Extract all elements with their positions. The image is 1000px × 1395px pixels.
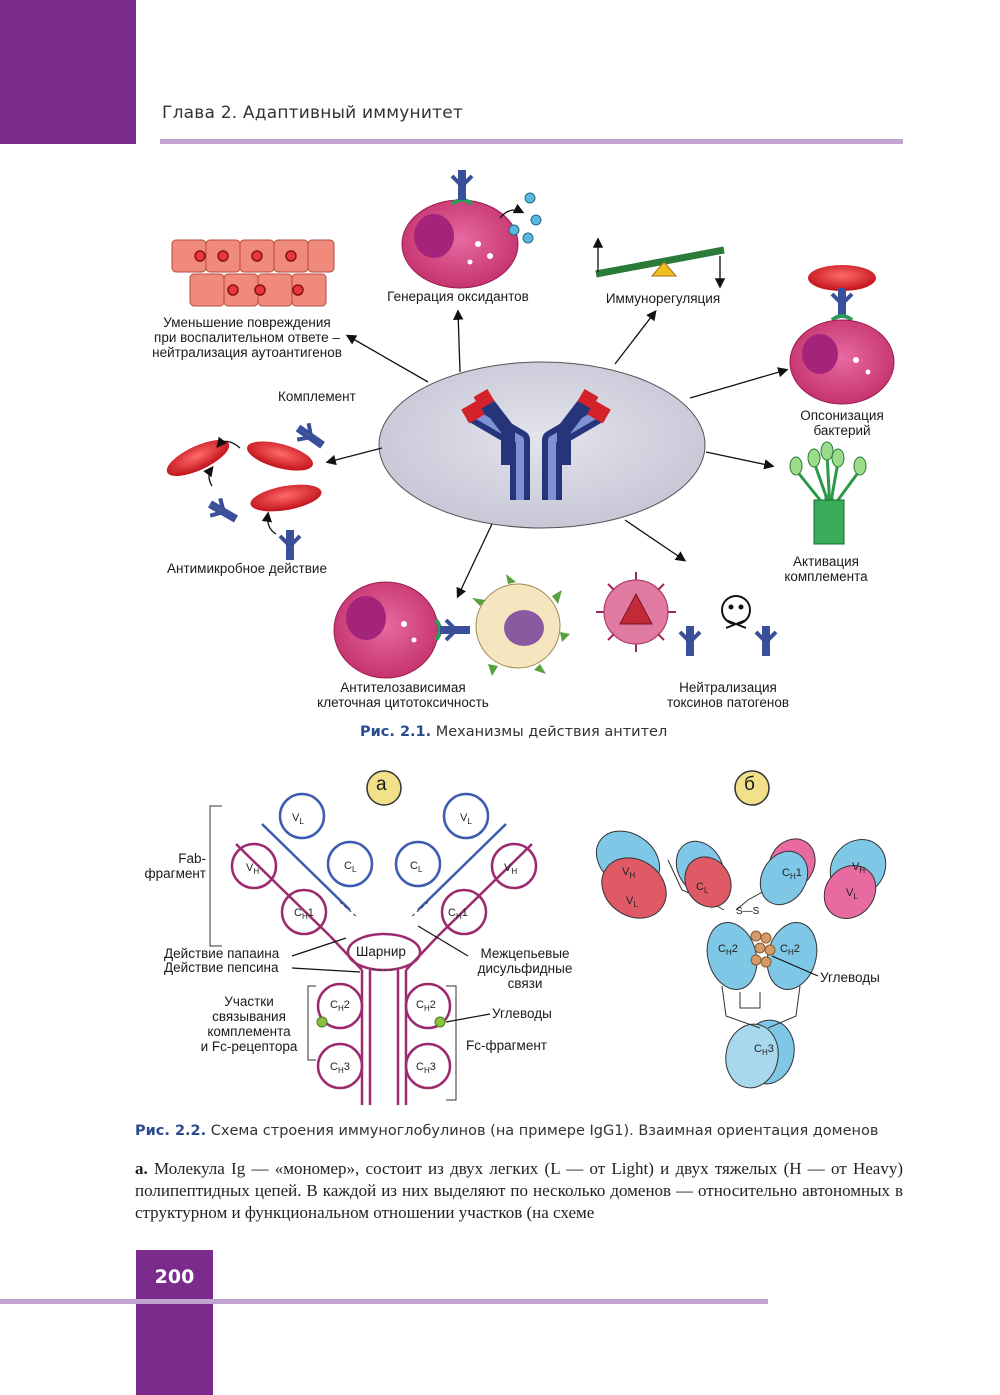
svg-text:CH3: CH3 [416, 1061, 436, 1075]
label-carbs-a: Углеводы [492, 1006, 552, 1021]
figure-2-2: VL CL VL CL VH VH CH1 CH1 CH2 CH2 CH3 CH… [209, 770, 887, 1105]
label-papain: Действие папаина [164, 946, 280, 961]
panel-b-label: б [744, 774, 755, 795]
label-activ-line1: Активация [793, 554, 859, 569]
complement-activation-icon [789, 441, 867, 545]
svg-text:CH3: CH3 [754, 1043, 774, 1057]
page-number-box [136, 1250, 213, 1395]
label-neut-line1: Нейтрализация [679, 680, 777, 695]
panel-a-label: а [376, 774, 387, 795]
figure-1-caption-num: Рис. 2.1. [360, 724, 432, 740]
figure-2-caption-text: Схема строения иммуноглобулинов (на прим… [206, 1123, 879, 1139]
label-immunoregulation: Иммунорегуляция [605, 291, 721, 306]
label-oxidants: Генерация оксидантов [387, 289, 529, 304]
seesaw-icon [592, 237, 726, 289]
svg-text:CL: CL [410, 860, 423, 874]
figure-2-caption: Рис. 2.2. Схема строения иммуноглобулино… [135, 1123, 878, 1139]
svg-text:CH2: CH2 [780, 943, 800, 957]
svg-text:CH1: CH1 [448, 907, 468, 921]
label-binding-sites: Участки связывания комплемента и Fc-реце… [190, 994, 308, 1054]
label-hinge: Шарнир [356, 944, 406, 959]
label-fab-line2: фрагмент [144, 866, 206, 881]
svg-text:CH1: CH1 [782, 867, 802, 881]
svg-text:VL: VL [460, 812, 472, 826]
central-antibody-icon [461, 388, 611, 500]
label-fc: Fc-фрагмент [466, 1038, 547, 1053]
label-reduce-line3: нейтрализация аутоантигенов [152, 345, 342, 360]
label-disulfide: Межцепьевые дисульфидные связи [466, 946, 584, 991]
label-neutralization: Нейтрализация токсинов патогенов [648, 680, 808, 710]
figure-2-caption-num: Рис. 2.2. [135, 1123, 207, 1139]
page-number: 200 [154, 1266, 195, 1288]
figure-2-1 [166, 168, 895, 679]
antimicrobial-icon [166, 417, 331, 562]
figure-1-caption-text: Механизмы действия антител [431, 724, 668, 740]
label-sites-line4: и Fc-рецептора [200, 1039, 298, 1054]
label-complement-activation: Активация комплемента [768, 554, 884, 584]
header-rule [160, 139, 903, 144]
label-reduce-line2: при воспалительном ответе – [154, 330, 340, 345]
ig-domains-3d-diagram [595, 830, 887, 1089]
oxidant-cell-icon [401, 168, 542, 289]
domain-labels: VL CL VL CL VH VH CH1 CH1 CH2 CH2 CH3 CH… [246, 812, 517, 1075]
label-adcc-line1: Антителозависимая [340, 680, 466, 695]
svg-text:CL: CL [344, 860, 357, 874]
opsonization-icon [789, 265, 895, 405]
svg-text:CH2: CH2 [416, 999, 436, 1013]
toxin-skull-icon [721, 595, 751, 629]
label-carbs-b: Углеводы [820, 970, 880, 985]
svg-text:CH2: CH2 [718, 943, 738, 957]
chapter-title: Глава 2. Адаптивный иммунитет [162, 103, 463, 123]
svg-text:CH2: CH2 [330, 999, 350, 1013]
label-pepsin: Действие пепсина [164, 960, 279, 975]
label-opsonization: Опсонизация бактерий [790, 408, 894, 438]
label-adcc-line2: клеточная цитотоксичность [317, 695, 489, 710]
label-opson-line1: Опсонизация [800, 408, 884, 423]
label-complement: Комплемент [278, 389, 356, 404]
figure-1-caption: Рис. 2.1. Механизмы действия антител [360, 724, 667, 740]
label-activ-line2: комплемента [784, 569, 868, 584]
top-color-bar [0, 0, 136, 144]
svg-text:VH: VH [504, 862, 517, 876]
svg-text:VL: VL [292, 812, 304, 826]
svg-text:CH3: CH3 [330, 1061, 350, 1075]
ig-structure-diagram [209, 792, 538, 1105]
label-antimicrobial: Антимикробное действие [167, 561, 327, 576]
label-reduce-damage: Уменьшение повреждения при воспалительно… [140, 315, 354, 360]
label-sites-line3: комплемента [207, 1024, 291, 1039]
body-text: Молекула Ig — «мономер», состоит из двух… [135, 1159, 903, 1222]
adcc-icon [333, 574, 570, 679]
tissue-cells-icon [171, 239, 335, 307]
label-adcc: Антителозависимая клеточная цитотоксично… [308, 680, 498, 710]
label-disulfide-line1: Межцепьевые [480, 946, 570, 961]
label-sites-line1: Участки [224, 994, 274, 1009]
label-ss: S—S [736, 906, 760, 917]
label-reduce-line1: Уменьшение повреждения [163, 315, 331, 330]
footer-rule [0, 1299, 768, 1304]
label-fab-line1: Fab- [178, 851, 206, 866]
svg-text:CH1: CH1 [294, 907, 314, 921]
label-opson-line2: бактерий [813, 423, 871, 438]
label-disulfide-line2: дисульфидные [477, 961, 573, 976]
label-sites-line2: связывания [212, 1009, 286, 1024]
label-disulfide-line3: связи [507, 976, 543, 991]
label-neut-line2: токсинов патогенов [666, 695, 790, 710]
label-fab: Fab- фрагмент [120, 851, 206, 881]
virus-icon [596, 572, 676, 652]
body-paragraph: а. Молекула Ig — «мономер», состоит из д… [135, 1158, 903, 1224]
arrows [325, 309, 789, 599]
body-lead: а. [135, 1159, 148, 1178]
